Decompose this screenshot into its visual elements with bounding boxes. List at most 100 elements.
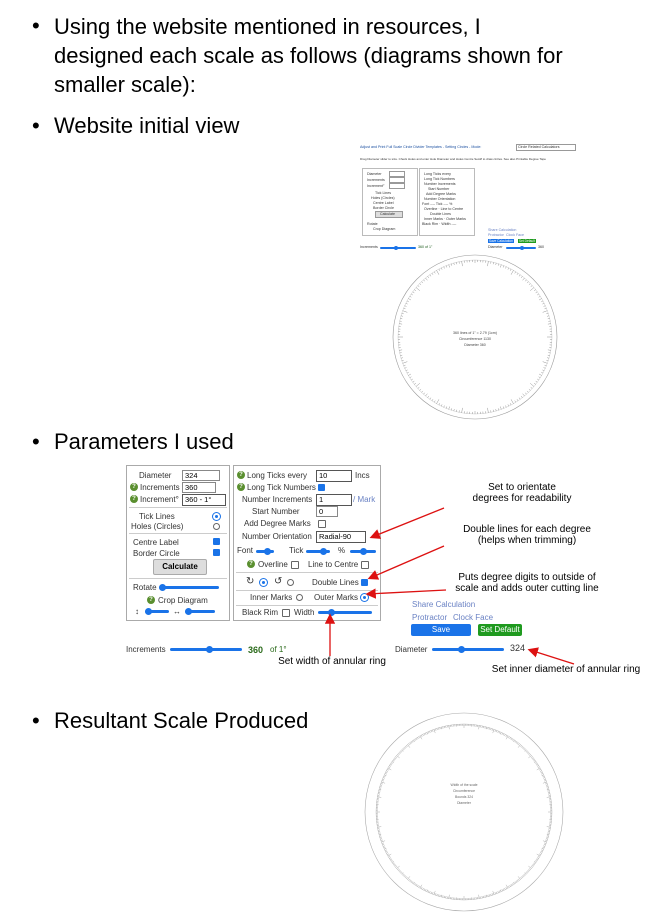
scale-tick [392, 760, 395, 762]
website-initial-view-screenshot: Adjust and Print Full Scale Circle Divid… [356, 140, 588, 422]
black-rim-checkbox[interactable] [282, 609, 290, 617]
scale-tick [417, 885, 419, 887]
protractor-link[interactable]: Protractor [412, 613, 448, 622]
scale-tick [527, 870, 529, 873]
tick-lines-radio[interactable] [213, 513, 220, 520]
scale-tick [384, 849, 387, 851]
double-lines-checkbox[interactable] [361, 579, 368, 586]
save-calculation-button[interactable]: Save Calculation [411, 624, 471, 646]
initial-increments-slider[interactable] [380, 246, 416, 250]
inner-marks-radio[interactable] [296, 594, 303, 601]
initial-share-link[interactable]: Share Calculation [488, 228, 517, 232]
initial-save-button[interactable]: Save Calculation [488, 239, 514, 243]
add-degree-marks-checkbox[interactable] [318, 520, 326, 528]
scale-tick [436, 399, 440, 404]
scale-tick [496, 892, 498, 894]
calculate-button[interactable]: Calculate [153, 559, 207, 575]
scale-tick [530, 383, 535, 387]
rotate-clockwise-icon[interactable]: ↻ [246, 576, 255, 587]
initial-default-button[interactable]: Set Default [518, 239, 536, 243]
crop-horizontal-slider[interactable] [185, 608, 215, 615]
number-increments-select[interactable]: 1 [316, 494, 352, 506]
long-ticks-select[interactable]: 10 [316, 470, 352, 482]
initial-calculate-button[interactable]: Calculate [375, 211, 403, 218]
number-orientation-label: Number Orientation [242, 532, 312, 541]
start-number-input[interactable]: 0 [316, 506, 338, 517]
help-icon[interactable]: ? [147, 596, 155, 604]
scale-tick [425, 393, 428, 397]
scale-tick [533, 289, 536, 291]
rotate-direction-radio-2[interactable] [287, 579, 294, 586]
help-icon[interactable]: ? [237, 483, 245, 491]
scale-tick [500, 406, 502, 410]
font-label: Font [237, 546, 254, 555]
help-icon[interactable]: ? [247, 560, 255, 568]
increments-input[interactable]: 360 [182, 482, 216, 493]
set-default-button[interactable]: Set Default [478, 624, 522, 636]
scale-tick [496, 730, 498, 732]
scale-tick [423, 392, 425, 395]
scale-tick [425, 889, 427, 892]
scale-tick [423, 279, 425, 282]
initial-diameter-label: Diameter [488, 245, 503, 249]
initial-clock-link[interactable]: Clock Face [506, 233, 524, 237]
mark-link[interactable]: / Mark [353, 495, 376, 504]
scale-tick [499, 890, 500, 893]
clock-face-link[interactable]: Clock Face [453, 613, 494, 622]
centre-label-checkbox[interactable] [213, 538, 220, 545]
double-lines-label: Double Lines [312, 578, 359, 587]
scale-tick [537, 765, 539, 767]
font-slider[interactable] [256, 548, 274, 555]
width-slider[interactable] [318, 609, 372, 616]
tick-slider[interactable] [306, 548, 330, 555]
help-icon[interactable]: ? [130, 495, 138, 503]
overline-checkbox[interactable] [291, 561, 299, 569]
initial-right-panel: Long Ticks every Long Tick Numbers Numbe… [419, 168, 475, 236]
scale-tick [509, 737, 511, 739]
percent-label: % [338, 546, 346, 555]
initial-protractor-link[interactable]: Protractor [488, 233, 504, 237]
share-calculation-link[interactable]: Share Calculation [412, 600, 476, 609]
scale-tick [407, 744, 411, 748]
scale-tick [504, 734, 506, 736]
increments-slider[interactable] [170, 646, 242, 653]
diameter-slider[interactable] [432, 646, 504, 653]
scale-tick [426, 889, 428, 892]
scale-tick [413, 739, 415, 742]
crop-vertical-slider[interactable] [145, 608, 169, 615]
scale-tick [412, 740, 414, 743]
scale-tick [518, 743, 520, 745]
scale-tick [393, 863, 396, 866]
initial-diameter-slider[interactable] [506, 246, 536, 250]
scale-tick [547, 315, 550, 317]
scale-tick [544, 844, 546, 846]
scale-tick [530, 387, 533, 389]
help-icon[interactable]: ? [237, 471, 245, 479]
scale-tick [505, 405, 507, 408]
rotate-anticlockwise-icon[interactable]: ↺ [274, 576, 283, 587]
scale-tick [413, 882, 415, 885]
scale-tick [514, 881, 516, 884]
holes-radio[interactable] [213, 523, 220, 530]
long-tick-numbers-checkbox[interactable] [318, 484, 325, 491]
number-orientation-select[interactable]: Radial-90 [316, 531, 366, 543]
scale-tick [542, 781, 547, 784]
scale-tick [438, 268, 440, 271]
scale-tick [501, 889, 503, 892]
scale-tick [521, 395, 523, 398]
line-to-centre-checkbox[interactable] [361, 561, 369, 569]
help-icon[interactable]: ? [130, 483, 138, 491]
scale-tick [401, 872, 404, 875]
increment-degree-select[interactable]: 360 - 1° [182, 494, 226, 506]
scale-tick [517, 742, 519, 744]
percent-slider[interactable] [350, 548, 376, 555]
mode-select[interactable]: Circle Related Calculators [516, 144, 576, 151]
scale-tick [396, 865, 400, 869]
border-circle-checkbox[interactable] [213, 549, 220, 556]
scale-tick [381, 781, 386, 784]
rotate-direction-radio[interactable] [260, 579, 267, 586]
diameter-input[interactable]: 324 [182, 470, 220, 481]
scale-tick [528, 283, 531, 286]
annotation-inner-diameter: Set inner diameter of annular ring [491, 664, 641, 675]
rotate-slider[interactable] [159, 584, 219, 591]
